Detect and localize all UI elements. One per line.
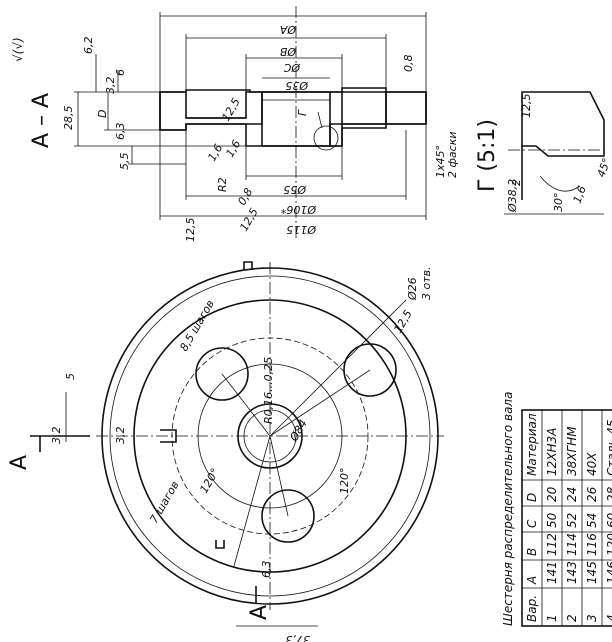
dim-r016: R0,16...0,25 bbox=[262, 357, 275, 424]
hatch-right bbox=[329, 91, 387, 147]
table-cell: 2 bbox=[565, 614, 579, 622]
table-header-cell: C bbox=[525, 519, 539, 528]
hole-3 bbox=[261, 489, 315, 543]
dim-dB: ØB bbox=[280, 45, 297, 58]
dim-teeth85: 8,5 шагов bbox=[177, 298, 217, 354]
table-cell: 112 bbox=[545, 533, 559, 556]
table-cell: 20 bbox=[545, 486, 559, 502]
table-header-cell: Материал bbox=[525, 413, 539, 476]
dim-ra32: 3,2 bbox=[104, 77, 117, 95]
dim-a120b: 120° bbox=[338, 468, 351, 495]
detail-ang30: 30° bbox=[552, 193, 565, 213]
table-header-cell: B bbox=[525, 548, 539, 556]
table-cell: 146 bbox=[605, 561, 612, 584]
dim-r32b: 3,2 bbox=[114, 427, 127, 445]
table-cell: 40Х bbox=[585, 452, 599, 476]
dim-dC: ØC bbox=[283, 61, 301, 74]
dim-d35: Ø35 bbox=[285, 79, 309, 92]
detail-d382: Ø38,2 bbox=[506, 179, 519, 213]
table-cell: 114 bbox=[565, 533, 579, 556]
table-cell: 60 bbox=[605, 512, 612, 528]
detail-r16: 1,6 bbox=[571, 184, 589, 205]
dim-h285: 28,5 bbox=[62, 106, 75, 131]
dim-d55: Ø55 bbox=[283, 183, 307, 196]
table-title: Шестерня распределительного вала bbox=[501, 392, 515, 626]
plan-view: А А 8,5 шагов 7 шагов Ø26 3 отв. R0,16..… bbox=[7, 261, 444, 642]
dim-r2: R2 bbox=[216, 177, 229, 192]
table-cell: 1 bbox=[545, 614, 559, 622]
section-marker-bottom: А bbox=[247, 605, 272, 620]
table-cell: 28 bbox=[605, 486, 612, 502]
dim-chamfer1: 1х45° bbox=[434, 145, 447, 178]
section-view: A – A √(√) ØA ØB ØC Ø35 0 bbox=[11, 6, 459, 242]
dim-h6: 6 bbox=[114, 69, 127, 76]
table-cell: 4 bbox=[605, 614, 612, 622]
dim-r125: 12,5 bbox=[391, 308, 415, 336]
detail-outline bbox=[521, 91, 605, 157]
table-grid: Вар. A B C D Материал 1 141 112 50 20 12ХН3А 2 143 114… bbox=[521, 409, 612, 627]
detail-two: 2 bbox=[510, 179, 523, 186]
dim-holes2: 3 отв. bbox=[420, 266, 433, 300]
detail-label: Г (5:1) bbox=[475, 119, 500, 192]
gear-tooth-root-circle bbox=[109, 275, 431, 597]
table-cell: 24 bbox=[565, 487, 579, 502]
table-cell: 12ХН3А bbox=[545, 428, 559, 476]
variants-table: Шестерня распределительного вала Вар. A B C… bbox=[501, 392, 612, 627]
table-cell: 52 bbox=[565, 513, 579, 528]
dim-hD: D bbox=[96, 110, 109, 118]
table-cell: 141 bbox=[545, 561, 559, 584]
dim-d115: Ø115 bbox=[286, 223, 317, 236]
table-header-cell: A bbox=[525, 576, 539, 585]
dim-r08b: 0,8 bbox=[235, 186, 255, 208]
table-cell: 54 bbox=[585, 513, 599, 528]
dim-teeth7: 7 шагов bbox=[147, 479, 181, 526]
dim-r14: 1,6 bbox=[223, 138, 243, 160]
hatch-right-rim bbox=[385, 91, 427, 125]
dim-r12: 12,5 bbox=[219, 96, 243, 124]
table-cell: 3 bbox=[585, 614, 599, 622]
section-label: A – A bbox=[29, 93, 54, 148]
detail-callout-circle bbox=[313, 125, 339, 151]
table-cell: 145 bbox=[585, 561, 599, 584]
dim-dA: ØA bbox=[280, 23, 297, 36]
table-cell: 143 bbox=[565, 561, 579, 584]
dim-holes: Ø26 bbox=[406, 277, 419, 301]
detail-ang45: 45° bbox=[595, 156, 612, 179]
dim-r32a: 3,2 bbox=[50, 427, 63, 445]
table-border bbox=[521, 409, 612, 627]
dim-h62: 6,2 bbox=[82, 37, 95, 55]
hole-2 bbox=[343, 343, 397, 397]
table-cell: Сталь 45 bbox=[605, 419, 612, 476]
dim-r125b: 12,5 bbox=[237, 206, 261, 234]
table-cell: 120 bbox=[605, 533, 612, 556]
table-header-cell: Вар. bbox=[525, 595, 539, 622]
section-marker-top: А bbox=[7, 455, 32, 470]
table-cell: 50 bbox=[545, 512, 559, 528]
dim-d84: Ø84 bbox=[287, 417, 310, 444]
table-cell: 26 bbox=[585, 486, 599, 502]
detail-r125: 12,5 bbox=[520, 94, 533, 119]
roughness-symbol: √(√) bbox=[11, 37, 25, 62]
hatch-left bbox=[159, 91, 263, 131]
dim-five: 5 bbox=[64, 373, 77, 380]
dim-w373: 37,3 bbox=[286, 633, 311, 642]
dim-d106: Ø106* bbox=[280, 203, 317, 216]
detail-view: Г (5:1) Ø38,2 2 30° 45° 12,5 1,6 bbox=[475, 91, 612, 215]
dim-r63: 6,3 bbox=[260, 561, 273, 579]
dim-r08: 0,8 bbox=[402, 55, 415, 73]
dim-a120a: 120° bbox=[197, 466, 222, 495]
dim-r125: 12,5 bbox=[184, 218, 197, 243]
detail-ref-letter: Г bbox=[296, 109, 309, 116]
table-header-cell: D bbox=[525, 493, 539, 502]
dim-chamfer2: 2 фаски bbox=[446, 132, 459, 178]
table-cell: 38ХГНМ bbox=[565, 426, 579, 476]
dim-ra63: 6,3 bbox=[114, 123, 127, 141]
dim-h55: 5,5 bbox=[118, 153, 131, 171]
table-cell: 116 bbox=[585, 533, 599, 556]
hole-1 bbox=[195, 347, 249, 401]
dim-r16: 1,6 bbox=[205, 142, 225, 164]
